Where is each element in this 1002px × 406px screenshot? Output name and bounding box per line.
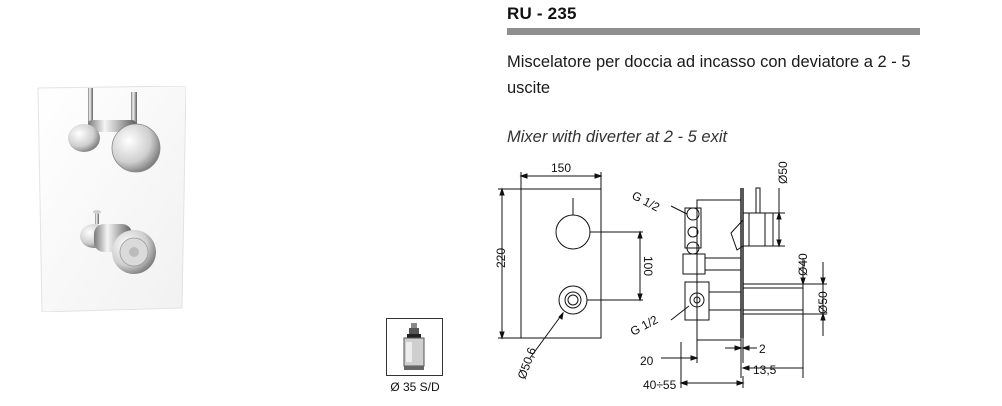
dim-plate-width: 150 xyxy=(551,161,571,175)
dim-lever-diameter: Ø50 xyxy=(776,161,790,184)
dim-depth-range: 40÷55 xyxy=(643,378,677,392)
header-divider xyxy=(507,28,920,35)
dim-knob-spacing: 100 xyxy=(641,256,655,276)
description-english: Mixer with diverter at 2 - 5 exit xyxy=(507,128,728,146)
dim-projection: 13,5 xyxy=(753,363,777,377)
product-code: RU - 235 xyxy=(507,4,577,23)
dim-inlet-bottom: G 1/2 xyxy=(628,312,661,338)
cartridge-icon xyxy=(386,318,443,376)
inlet-bottom-connector xyxy=(689,292,705,308)
technical-drawing: 150 220 100 Ø50,6 G 1/2 G 1/2 Ø50 Ø40 Ø5… xyxy=(485,158,835,401)
dim-plate-height: 220 xyxy=(494,248,508,268)
cartridge-label: Ø 35 S/D xyxy=(390,380,440,394)
description-italian: Miscelatore per doccia ad incasso con de… xyxy=(507,53,911,97)
dim-knob-diameter: Ø50,6 xyxy=(515,345,539,381)
product-photo xyxy=(36,85,187,313)
mixer-photo-illustration xyxy=(37,85,187,313)
dim-knob-side-diameter: Ø50 xyxy=(816,291,830,314)
dim-depth-min: 20 xyxy=(640,354,654,368)
dim-inlet-top: G 1/2 xyxy=(630,188,663,214)
dim-plate-thickness: 2 xyxy=(759,342,766,356)
dim-body-diameter: Ø40 xyxy=(796,253,810,276)
plate-front-view xyxy=(520,188,602,339)
